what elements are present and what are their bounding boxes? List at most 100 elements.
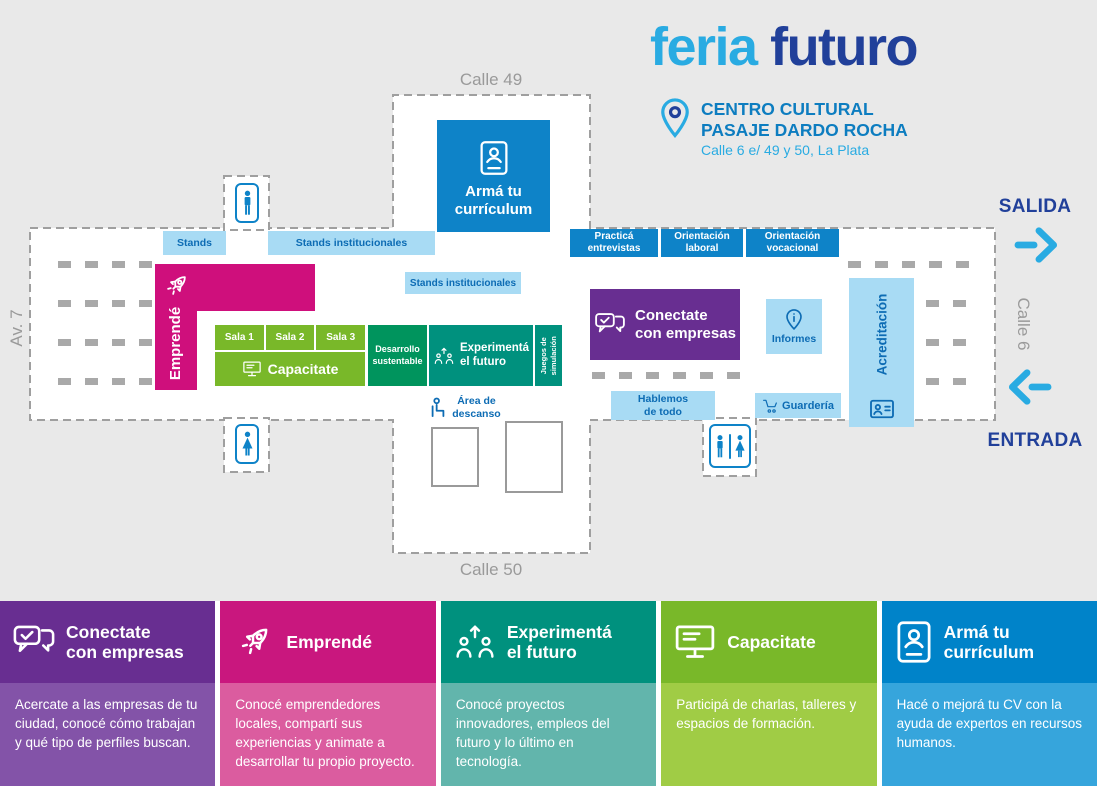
zone-orientacion-vocacional: Orientación vocacional xyxy=(746,229,839,257)
room-sala-3: Sala 3 xyxy=(316,325,366,350)
zone-guarderia: Guardería xyxy=(755,393,841,418)
juegos-simulacion-label: Juegos de simulación xyxy=(538,335,558,376)
venue-line2: PASAJE DARDO ROCHA xyxy=(701,120,908,140)
arrow-left-icon xyxy=(1005,366,1053,408)
capacitate-label: Capacitate xyxy=(267,361,339,377)
people-arrows-icon xyxy=(433,344,455,368)
woman-icon xyxy=(241,431,254,457)
stand-markers-row xyxy=(58,378,152,385)
zone-juegos-simulacion: Juegos de simulación xyxy=(535,325,562,386)
venue-name: CENTRO CULTURAL PASAJE DARDO ROCHA xyxy=(701,99,908,141)
experimenta-label: Experimentá el futuro xyxy=(459,341,529,368)
legend-description-arma-curriculum: Hacé o mejorá tu CV con la ayuda de expe… xyxy=(881,683,1097,786)
stand-markers-row xyxy=(58,261,152,268)
stroller-icon xyxy=(762,398,778,414)
venue-line1: CENTRO CULTURAL xyxy=(701,99,874,119)
legend-title-arma-curriculum: Armá tu currículum xyxy=(943,621,1035,662)
salas-row: Sala 1 Sala 2 Sala 3 xyxy=(215,325,366,350)
legend-header-arma-curriculum: Armá tu currículum xyxy=(881,601,1097,683)
emprende-label: Emprendé xyxy=(167,306,185,380)
zone-hablemos-de-todo: Hablemos de todo xyxy=(611,391,715,420)
capacitate-main: Capacitate xyxy=(215,352,365,386)
zone-arma-curriculum: Armá tu currículum xyxy=(437,120,550,232)
legend-description-capacitate: Participá de charlas, talleres y espacio… xyxy=(661,683,877,786)
legend-header-conectate: Conectate con empresas xyxy=(0,601,216,683)
zone-capacitate: Sala 1 Sala 2 Sala 3 Capacitate xyxy=(215,325,366,386)
zone-informes: Informes xyxy=(766,299,822,354)
zone-desarrollo-sustentable: Desarrollo sustentable xyxy=(368,325,427,386)
rest-area-icon xyxy=(429,396,447,421)
rocket-icon xyxy=(232,620,276,664)
man-icon xyxy=(241,190,254,216)
monitor-icon xyxy=(673,622,717,662)
acreditacion-label-wrap: Acreditación xyxy=(849,278,914,390)
stand-markers-row xyxy=(592,372,740,379)
legend-title-emprende: Emprendé xyxy=(286,631,372,652)
restroom-male-sign xyxy=(235,183,259,223)
informes-label: Informes xyxy=(771,333,817,345)
zone-area-descanso: Área de descanso xyxy=(419,390,511,426)
legend-title-conectate: Conectate con empresas xyxy=(66,621,184,662)
id-badge-icon xyxy=(869,398,895,420)
zone-stands: Stands xyxy=(163,231,226,255)
legend-title-experimenta: Experimentá el futuro xyxy=(506,621,612,662)
zone-conectate-empresas: Conectate con empresas xyxy=(590,289,740,360)
zone-stands-institucionales: Stands institucionales xyxy=(268,231,435,255)
room-sala-2: Sala 2 xyxy=(265,325,315,350)
logo-word-feria: feria xyxy=(650,17,758,77)
acreditacion-label: Acreditación xyxy=(874,293,889,375)
stand-markers-row xyxy=(926,300,966,307)
legend-card-emprende: Emprendé Conocé emprendedores locales, c… xyxy=(220,601,436,786)
zone-stands-institucionales-mid: Stands institucionales xyxy=(405,272,521,294)
main-hall-outline xyxy=(29,94,996,554)
street-label-calle-50: Calle 50 xyxy=(459,560,523,579)
arma-curriculum-label: Armá tu currículum xyxy=(454,182,533,218)
venue-address: Calle 6 e/ 49 y 50, La Plata xyxy=(701,142,870,158)
legend-card-capacitate: Capacitate Participá de charlas, tallere… xyxy=(661,601,877,786)
legend-header-experimenta: Experimentá el futuro xyxy=(440,601,657,683)
man-icon xyxy=(714,434,726,459)
legend-header-emprende: Emprendé xyxy=(220,601,436,683)
stand-markers-row xyxy=(926,378,966,385)
stand-markers-row xyxy=(58,300,152,307)
cv-document-icon xyxy=(894,620,934,664)
restroom-divider xyxy=(729,433,731,459)
legend-card-conectate: Conectate con empresas Acercate a las em… xyxy=(0,601,216,786)
zone-experimenta-futuro: Experimentá el futuro xyxy=(429,325,533,386)
chat-check-icon xyxy=(594,311,626,339)
conectate-label: Conectate con empresas xyxy=(635,306,736,342)
legend-card-arma-curriculum: Armá tu currículum Hacé o mejorá tu CV c… xyxy=(881,601,1097,786)
legend-card-experimenta: Experimentá el futuro Conocé proyectos i… xyxy=(440,601,657,786)
street-label-av-7: Av. 7 xyxy=(7,309,26,347)
zone-acreditacion: Acreditación xyxy=(849,278,914,427)
woman-icon xyxy=(734,434,746,459)
logo: feria futuro xyxy=(650,16,919,78)
monitor-icon xyxy=(242,360,262,378)
entrada-label: ENTRADA xyxy=(987,430,1083,451)
chat-check-icon xyxy=(12,623,56,661)
restroom-unisex-sign xyxy=(709,424,751,468)
legend: Conectate con empresas Acercate a las em… xyxy=(0,601,1097,786)
salida-label: SALIDA xyxy=(998,196,1072,217)
logo-word-futuro: futuro xyxy=(770,17,918,77)
guarderia-label: Guardería xyxy=(782,399,834,412)
legend-description-experimenta: Conocé proyectos innovadores, empleos de… xyxy=(440,683,657,786)
area-descanso-label: Área de descanso xyxy=(452,395,501,420)
street-label-calle-49: Calle 49 xyxy=(459,70,523,89)
stairwell-box-right xyxy=(505,421,563,493)
legend-header-capacitate: Capacitate xyxy=(661,601,877,683)
legend-description-emprende: Conocé emprendedores locales, compartí s… xyxy=(220,683,436,786)
room-sala-1: Sala 1 xyxy=(215,325,264,350)
zone-practica-entrevistas: Practicá entrevistas xyxy=(570,229,658,257)
street-label-calle-6: Calle 6 xyxy=(1014,297,1033,351)
stairwell-box-left xyxy=(431,427,479,487)
restroom-female-sign xyxy=(235,424,259,464)
cv-document-icon xyxy=(478,140,510,176)
stand-markers-row xyxy=(848,261,969,268)
location-pin-icon xyxy=(658,96,692,140)
emprende-label-wrap: Emprendé xyxy=(155,296,197,390)
arrow-right-icon xyxy=(1013,224,1061,266)
info-pin-icon xyxy=(785,308,803,331)
stand-markers-row xyxy=(926,339,966,346)
